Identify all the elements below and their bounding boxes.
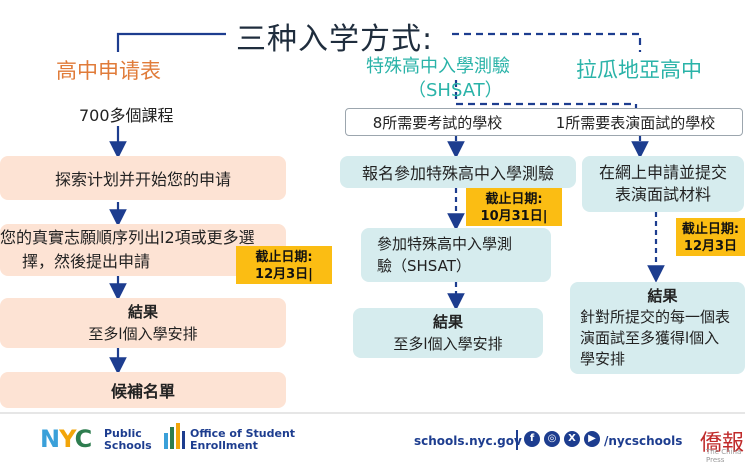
header-laguardia: 拉瓜地亞高中 [576, 58, 702, 82]
watermark-logo: 僑報 [700, 431, 745, 456]
programs-count: 700多個課程 [79, 106, 174, 125]
building-icon [164, 423, 185, 449]
step-result-right: 結果 針對所提交的每一個表 演面試至多獲得l個入 學安排 [570, 282, 745, 374]
public-schools-text: Public Schools [104, 427, 152, 452]
page-title: 三种入学方式: [236, 22, 434, 57]
exam-schools-label: 8所需要考試的學校 [372, 113, 503, 132]
instagram-icon[interactable]: ◎ [544, 431, 560, 447]
x-icon[interactable]: X [564, 431, 580, 447]
deadline-badge-middle: 截止日期: 10月31日| [466, 188, 562, 226]
facebook-icon[interactable]: f [524, 431, 540, 447]
step-explore: 探索计划并开始您的申请 [0, 156, 286, 200]
social-handle[interactable]: /nycschools [604, 434, 683, 448]
header-shsat: 特殊高中入學測驗 [366, 56, 510, 77]
step-result-middle: 結果 至多l個入學安排 [353, 308, 543, 358]
youtube-icon[interactable]: ▶ [584, 431, 600, 447]
deadline-badge-left: 截止日期: 12月3日| [236, 246, 332, 284]
audition-schools-label: 1所需要表演面試的學校 [555, 113, 716, 132]
footer-separator [516, 430, 518, 450]
step-result-left: 結果 至多l個入學安排 [0, 298, 286, 348]
deadline-badge-right: 截止日期: 12月3日 [676, 218, 745, 256]
watermark-subtext: The China Press [706, 448, 742, 464]
step-waitlist: 候補名單 [0, 372, 286, 408]
header-application: 高中申请表 [56, 59, 161, 83]
step-register-shsat: 報名參加特殊高中入學測驗 [340, 156, 576, 188]
title-connector-left [116, 32, 226, 52]
title-connector-right [452, 32, 642, 52]
office-of-student-enrollment-text: Office of Student Enrollment [190, 427, 296, 452]
school-type-bar: 8所需要考試的學校 1所需要表演面試的學校 [345, 108, 743, 136]
header-shsat-abbr: （SHSAT） [408, 80, 503, 101]
website-link[interactable]: schools.nyc.gov [414, 434, 522, 448]
footer-divider [0, 412, 745, 414]
step-apply-audition: 在網上申請並提交 表演面試材料 [582, 156, 744, 212]
step-take-shsat: 參加特殊高中入學測 驗（SHSAT） [361, 228, 551, 282]
nyc-logo: NYC [40, 425, 92, 453]
